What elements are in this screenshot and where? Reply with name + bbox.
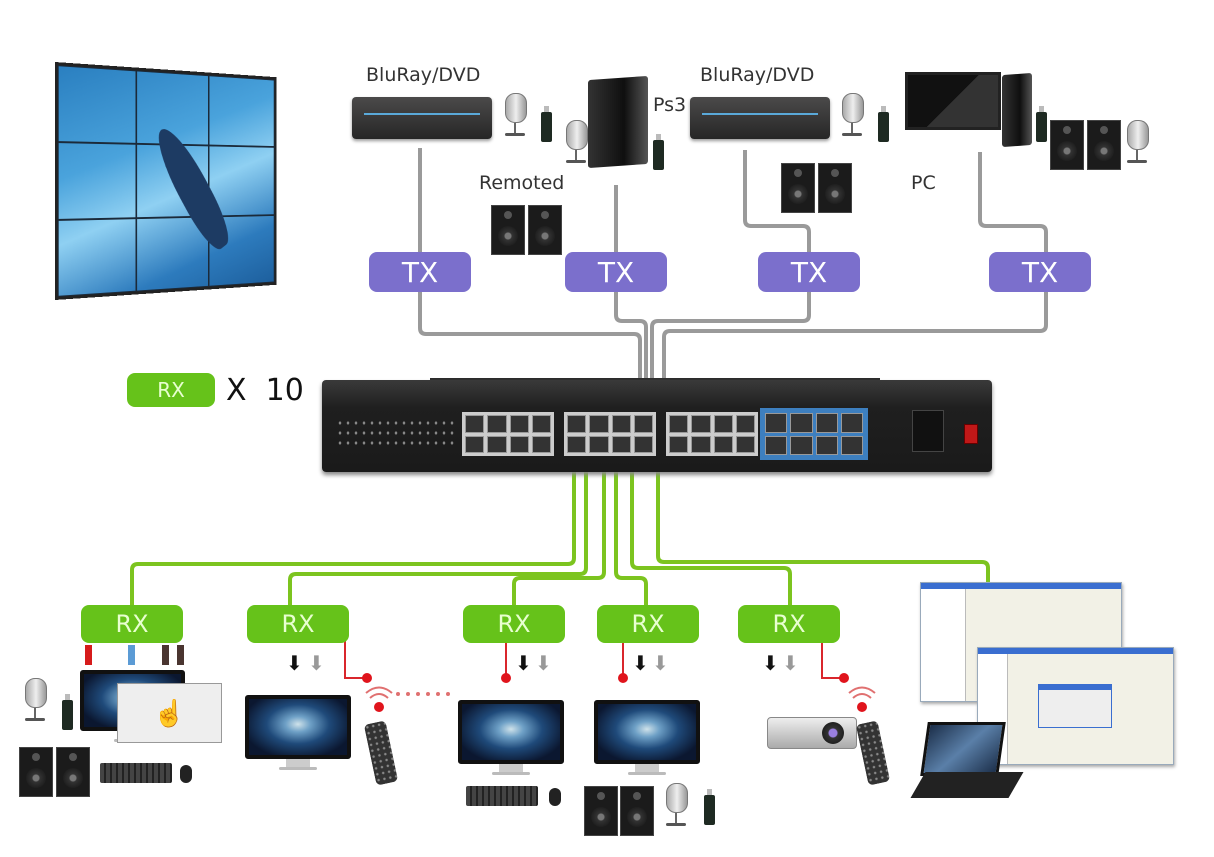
connector-red	[85, 645, 92, 665]
tower-pc-icon	[588, 75, 648, 169]
speaker-icon	[1050, 120, 1084, 170]
microphone-icon	[566, 120, 588, 166]
source-label-2: Ps3	[653, 94, 687, 116]
ir-line-rx2	[344, 640, 366, 679]
tx-cable-2	[614, 185, 648, 380]
video-arrow-icon: ⬇	[632, 653, 649, 675]
speaker-icon	[56, 747, 90, 797]
audio-arrow-icon: ⬇	[308, 653, 325, 675]
speaker-icon	[491, 205, 525, 255]
ir-wave-icon	[365, 686, 876, 699]
connector-blue	[128, 645, 135, 665]
ir-dot	[618, 673, 628, 683]
rx-box-4: RX	[597, 605, 699, 643]
speaker-icon	[620, 786, 654, 836]
connector-brown	[177, 645, 184, 665]
keyboard-icon	[100, 763, 172, 783]
legend-rx-badge: RX	[127, 373, 215, 407]
source-label-3: BluRay/DVD	[700, 64, 815, 86]
usb-drive-icon	[62, 694, 73, 730]
rx-cable-4	[614, 472, 648, 605]
audio-arrow-icon: ⬇	[535, 653, 552, 675]
speaker-icon	[818, 163, 852, 213]
rx-box-3: RX	[463, 605, 565, 643]
rx-cable-5	[630, 472, 792, 605]
hand-cursor-window-icon: ☝	[117, 683, 222, 743]
connector-brown	[162, 645, 169, 665]
rx-box-5: RX	[738, 605, 840, 643]
software-window-config	[977, 647, 1174, 765]
power-socket-icon	[912, 410, 944, 452]
speaker-icon	[781, 163, 815, 213]
source-label-1: BluRay/DVD	[366, 64, 481, 86]
video-arrow-icon: ⬇	[762, 653, 779, 675]
bluray-player-icon	[352, 97, 492, 139]
ir-dot	[839, 673, 849, 683]
network-switch	[322, 380, 992, 472]
mouse-icon	[180, 765, 192, 783]
projector-icon	[767, 717, 857, 749]
usb-drive-icon	[704, 789, 715, 825]
software-dialog	[1038, 684, 1112, 728]
microphone-icon	[666, 783, 688, 829]
tx-box-2: TX	[565, 252, 667, 292]
ir-emitter-dot	[374, 702, 384, 712]
video-arrow-icon: ⬇	[515, 653, 532, 675]
port-group-2	[564, 412, 656, 456]
monitor-icon	[245, 695, 351, 777]
microphone-icon	[25, 678, 47, 724]
laptop-icon	[910, 722, 1024, 802]
desktop-monitor-icon	[905, 72, 1001, 152]
audio-arrow-icon: ⬇	[782, 653, 799, 675]
port-group-1	[462, 412, 554, 456]
microphone-icon	[842, 93, 864, 139]
tx-box-4: TX	[989, 252, 1091, 292]
mouse-icon	[549, 788, 561, 806]
usb-drive-icon	[653, 134, 664, 170]
rx-box-2: RX	[247, 605, 349, 643]
source-label-4: PC	[911, 172, 936, 194]
rx-cable-3	[512, 472, 606, 605]
speaker-icon	[584, 786, 618, 836]
ir-line-rx5	[821, 640, 843, 679]
monitor-icon	[458, 700, 564, 782]
power-switch	[964, 424, 978, 444]
port-group-uplink	[760, 408, 868, 460]
speaker-icon	[528, 205, 562, 255]
video-wall	[55, 62, 277, 300]
tx-box-3: TX	[758, 252, 860, 292]
microphone-icon	[1127, 120, 1149, 166]
speaker-icon	[1087, 120, 1121, 170]
legend-count: 10	[265, 373, 304, 408]
legend-multiplier: X 10	[226, 373, 304, 408]
tx-box-1: TX	[369, 252, 471, 292]
led-panel	[336, 418, 454, 448]
usb-drive-icon	[541, 106, 552, 142]
remoted-label: Remoted	[479, 172, 565, 194]
rx-box-1: RX	[81, 605, 183, 643]
microphone-icon	[505, 93, 527, 139]
tx-cable-1	[418, 148, 642, 380]
usb-drive-icon	[878, 106, 889, 142]
rx-cable-2	[288, 472, 588, 605]
ir-dot	[362, 673, 372, 683]
bluray-player-icon	[690, 97, 830, 139]
usb-drive-icon	[1036, 106, 1047, 142]
monitor-icon	[594, 700, 700, 782]
rx-cable-6	[656, 472, 990, 582]
speaker-icon	[19, 747, 53, 797]
rx-cable-1	[130, 472, 576, 605]
port-group-3	[666, 412, 758, 456]
ir-emitter-dot	[857, 702, 867, 712]
ir-dot	[501, 673, 511, 683]
keyboard-icon	[466, 786, 538, 806]
video-arrow-icon: ⬇	[286, 653, 303, 675]
pc-tower-icon	[1002, 72, 1032, 148]
audio-arrow-icon: ⬇	[652, 653, 669, 675]
